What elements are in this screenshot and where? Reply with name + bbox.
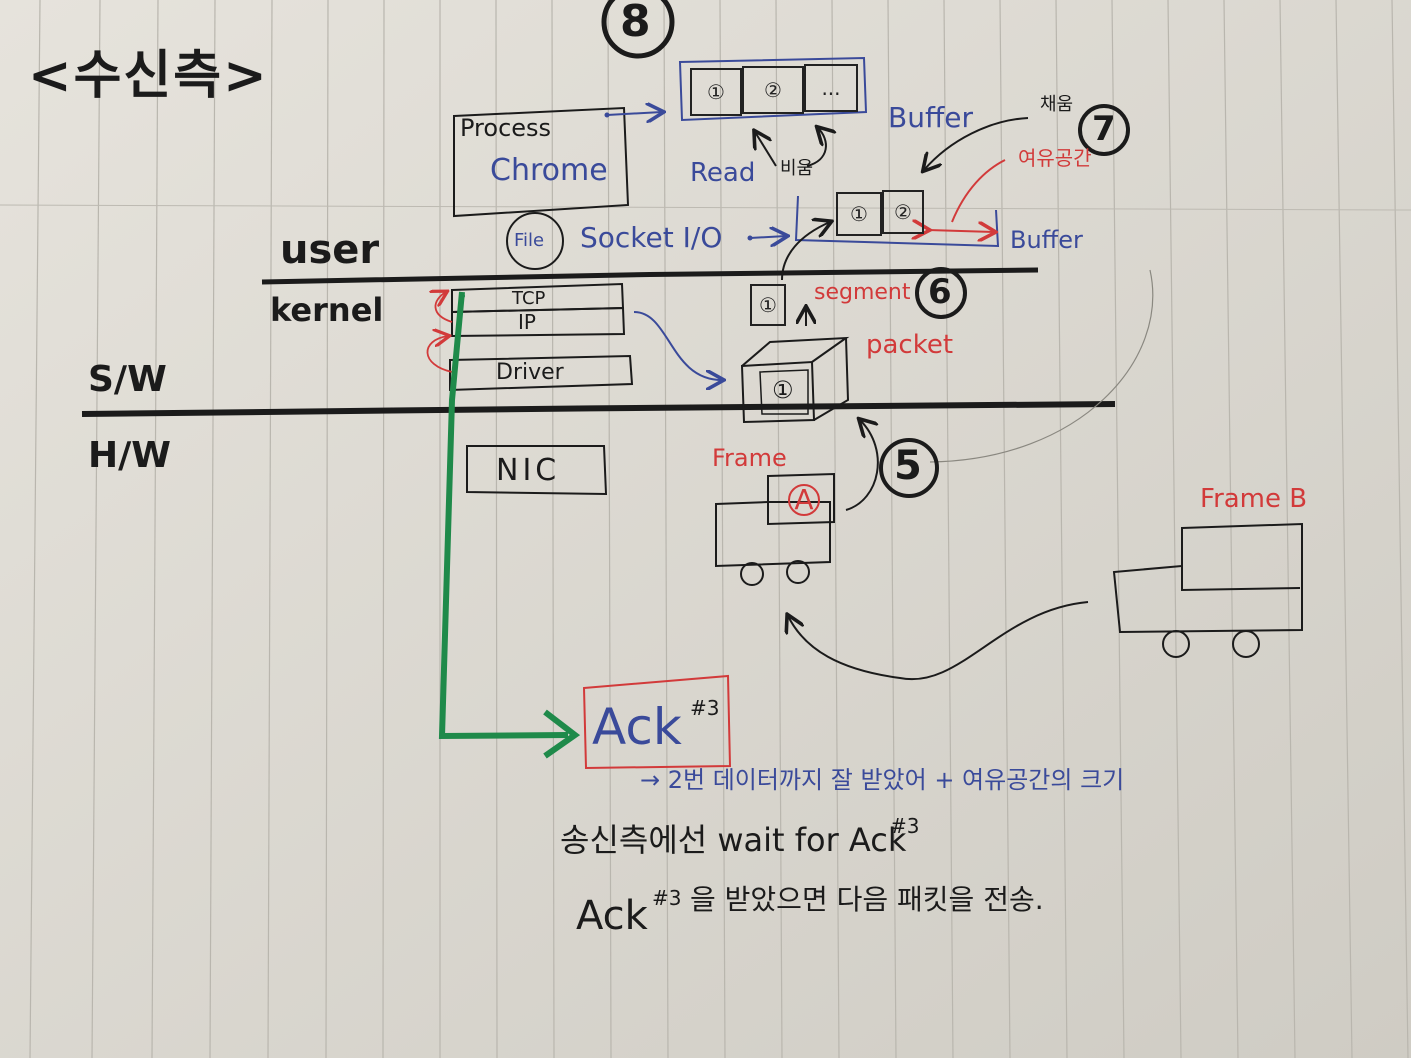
buffer-top-cell-3: ... xyxy=(804,64,858,112)
process-label: Process xyxy=(460,114,552,142)
hw-label: H/W xyxy=(88,435,171,476)
packet-label: packet xyxy=(866,330,954,360)
ack-superscript: #3 xyxy=(690,696,720,720)
driver-label: Driver xyxy=(496,360,564,385)
chrome-label: Chrome xyxy=(490,153,608,188)
free-space-label: 여유공간 xyxy=(1018,146,1092,170)
tcp-label: TCP xyxy=(512,288,546,309)
empty-label: 비움 xyxy=(780,158,814,179)
step-5: 5 xyxy=(894,443,922,489)
socket-io-label: Socket I/O xyxy=(580,221,723,254)
ack-label: Ack xyxy=(592,698,682,756)
fill-label: 채움 xyxy=(1040,94,1074,115)
step-7: 7 xyxy=(1092,109,1116,149)
nic-label: NIC xyxy=(496,453,561,488)
ip-label: IP xyxy=(518,310,536,334)
page-title: <수신측> xyxy=(28,46,269,106)
packet-cell: ① xyxy=(772,376,794,404)
frame-cell: A xyxy=(788,484,820,516)
frame-label: Frame xyxy=(712,444,787,472)
buffer-top-cell-2: ② xyxy=(742,66,804,114)
buffer-top-label: Buffer xyxy=(888,101,973,134)
note-line-3-sup: #3 xyxy=(652,886,682,910)
step-8: 8 xyxy=(620,0,651,47)
read-label: Read xyxy=(690,158,756,188)
note-line-1: → 2번 데이터까지 잘 받았어 + 여유공간의 크기 xyxy=(640,766,1125,794)
buffer-bottom-cell-2: ② xyxy=(882,190,924,234)
step-6: 6 xyxy=(928,272,952,312)
segment-label: segment xyxy=(814,280,911,305)
note-line-2: 송신측에선 wait for Ack xyxy=(560,821,907,859)
frame-b-label: Frame B xyxy=(1200,484,1308,514)
segment-cell: ① xyxy=(750,284,786,326)
note-line-3-suffix: 을 받았으면 다음 패킷을 전송. xyxy=(690,883,1044,916)
sw-label: S/W xyxy=(88,359,167,400)
user-label: user xyxy=(280,227,380,273)
buffer-bottom-cell-1: ① xyxy=(836,192,882,236)
file-label: File xyxy=(514,230,545,251)
note-line-3-prefix: Ack xyxy=(576,893,648,939)
note-line-2-sup: #3 xyxy=(890,814,920,838)
buffer-bottom-label: Buffer xyxy=(1010,226,1083,254)
buffer-top-cell-1: ① xyxy=(690,68,742,116)
kernel-label: kernel xyxy=(270,291,384,329)
